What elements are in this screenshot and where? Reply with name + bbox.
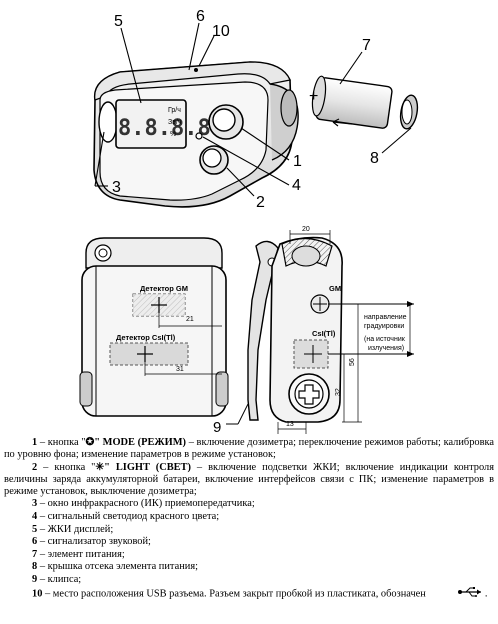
legend-num-6: 6 [32, 536, 38, 548]
lcd-unit-mid: Зв/ч [168, 119, 182, 126]
lcd-display [115, 99, 187, 149]
legend-item-9: 9 – клипса; [4, 574, 494, 586]
legend-item-2: 2 – кнопка "✳" LIGHT (СВЕТ) – включение … [4, 462, 494, 498]
callout-9: 9 [213, 419, 221, 436]
dim-31: 31 [176, 366, 184, 373]
legend-text-8: – крышка отсека элемента питания; [39, 561, 198, 573]
dim-56: 56 [349, 358, 356, 366]
legend-text-4: – сигнальный светодиод красного цвета; [39, 511, 220, 523]
device-3d-view: 8.8.8.8 Гр/ч Зв/ч % [93, 61, 299, 208]
device-front-view: Детектор GM Детектор CsI(Tl) 21 31 [79, 237, 229, 417]
dim-20: 20 [302, 226, 310, 233]
legend-text-5: – ЖКИ дисплей; [39, 523, 114, 535]
red-led [195, 132, 203, 140]
battery-cover [399, 94, 419, 130]
callout-2: 2 [256, 194, 265, 211]
device-side-view: GM CsI(Tl) 20 13 56 32 направление гр [213, 226, 414, 436]
legend-num-5: 5 [32, 523, 38, 535]
callout-7: 7 [362, 37, 371, 54]
callout-5: 5 [114, 13, 123, 30]
legend-num-3: 3 [32, 498, 38, 510]
mode-symbol-icon: ✪ [85, 437, 95, 448]
svg-text:+: + [309, 88, 318, 105]
csi-side-label: CsI(Tl) [312, 329, 336, 338]
legend-num-7: 7 [32, 548, 38, 560]
legend-text-10: – место расположения USB разъема. Разъем… [45, 588, 426, 600]
legend-item-10: 10 – место расположения USB разъема. Раз… [32, 586, 488, 601]
ir-window [98, 101, 118, 143]
csi-detector-label: Детектор CsI(Tl) [116, 333, 176, 342]
battery-element: + [309, 75, 393, 129]
dim-13: 13 [286, 421, 294, 428]
legend-item-4: 4 – сигнальный светодиод красного цвета; [4, 511, 494, 523]
legend-text-1: – включение дозиметра; переключение режи… [4, 437, 495, 461]
callouts-top: 5 6 10 7 3 1 4 2 8 [112, 8, 379, 211]
light-symbol-icon: ✳ [95, 461, 105, 473]
legend: 1 – кнопка "✪" MODE (РЕЖИМ) – включение … [4, 437, 494, 601]
dim-32: 32 [335, 388, 342, 396]
legend-keyname-2: " LIGHT (СВЕТ) [104, 461, 191, 473]
lcd-unit-top: Гр/ч [168, 107, 181, 114]
legend-text-2: – включение подсветки ЖКИ; включение инд… [4, 461, 494, 497]
legend-item-7: 7 – элемент питания; [4, 549, 494, 561]
callout-1: 1 [293, 153, 302, 170]
gm-side-label: GM [329, 284, 341, 293]
legend-num-2: 2 [32, 461, 38, 473]
legend-num-9: 9 [32, 574, 38, 586]
callout-6: 6 [196, 8, 205, 25]
legend-text-9: – клипса; [39, 574, 82, 586]
callout-3: 3 [112, 179, 121, 196]
legend-num-8: 8 [32, 561, 38, 573]
legend-key-1: – кнопка " [39, 437, 86, 448]
lcd-digits: 8.8.8.8 [118, 116, 211, 141]
legend-item-6: 6 – сигнализатор звуковой; [4, 536, 494, 548]
dim-21: 21 [186, 316, 194, 323]
legend-num-4: 4 [32, 511, 38, 523]
legend-keyname-1: " MODE (РЕЖИМ) [94, 437, 187, 448]
direction-line2: градуировки [364, 323, 404, 330]
legend-item-8: 8 – крышка отсека элемента питания; [4, 561, 494, 573]
direction-line3: (на источник [364, 336, 406, 343]
direction-line4: излучения) [368, 345, 404, 352]
lcd-unit-bot: % [170, 131, 176, 138]
legend-num-10: 10 [32, 588, 43, 600]
legend-text-6: – сигнализатор звуковой; [39, 536, 151, 548]
callout-8: 8 [370, 150, 379, 167]
callout-10: 10 [212, 23, 230, 40]
legend-item-3: 3 – окно инфракрасного (ИК) приемопереда… [4, 498, 494, 510]
legend-item-1: 1 – кнопка "✪" MODE (РЕЖИМ) – включение … [4, 437, 494, 461]
gm-detector-label: Детектор GM [140, 284, 188, 293]
legend-text-7: – элемент питания; [39, 548, 125, 560]
callout-4: 4 [292, 177, 301, 194]
direction-line1: направление [364, 314, 407, 321]
legend-text-3: – окно инфракрасного (ИК) приемопередатч… [39, 498, 255, 510]
legend-item-5: 5 – ЖКИ дисплей; [4, 524, 494, 536]
legend-key-2: – кнопка " [43, 461, 96, 473]
legend-num-1: 1 [32, 437, 38, 448]
device-diagram: 8.8.8.8 Гр/ч Зв/ч % + [79, 8, 419, 436]
usb-icon [429, 586, 485, 601]
